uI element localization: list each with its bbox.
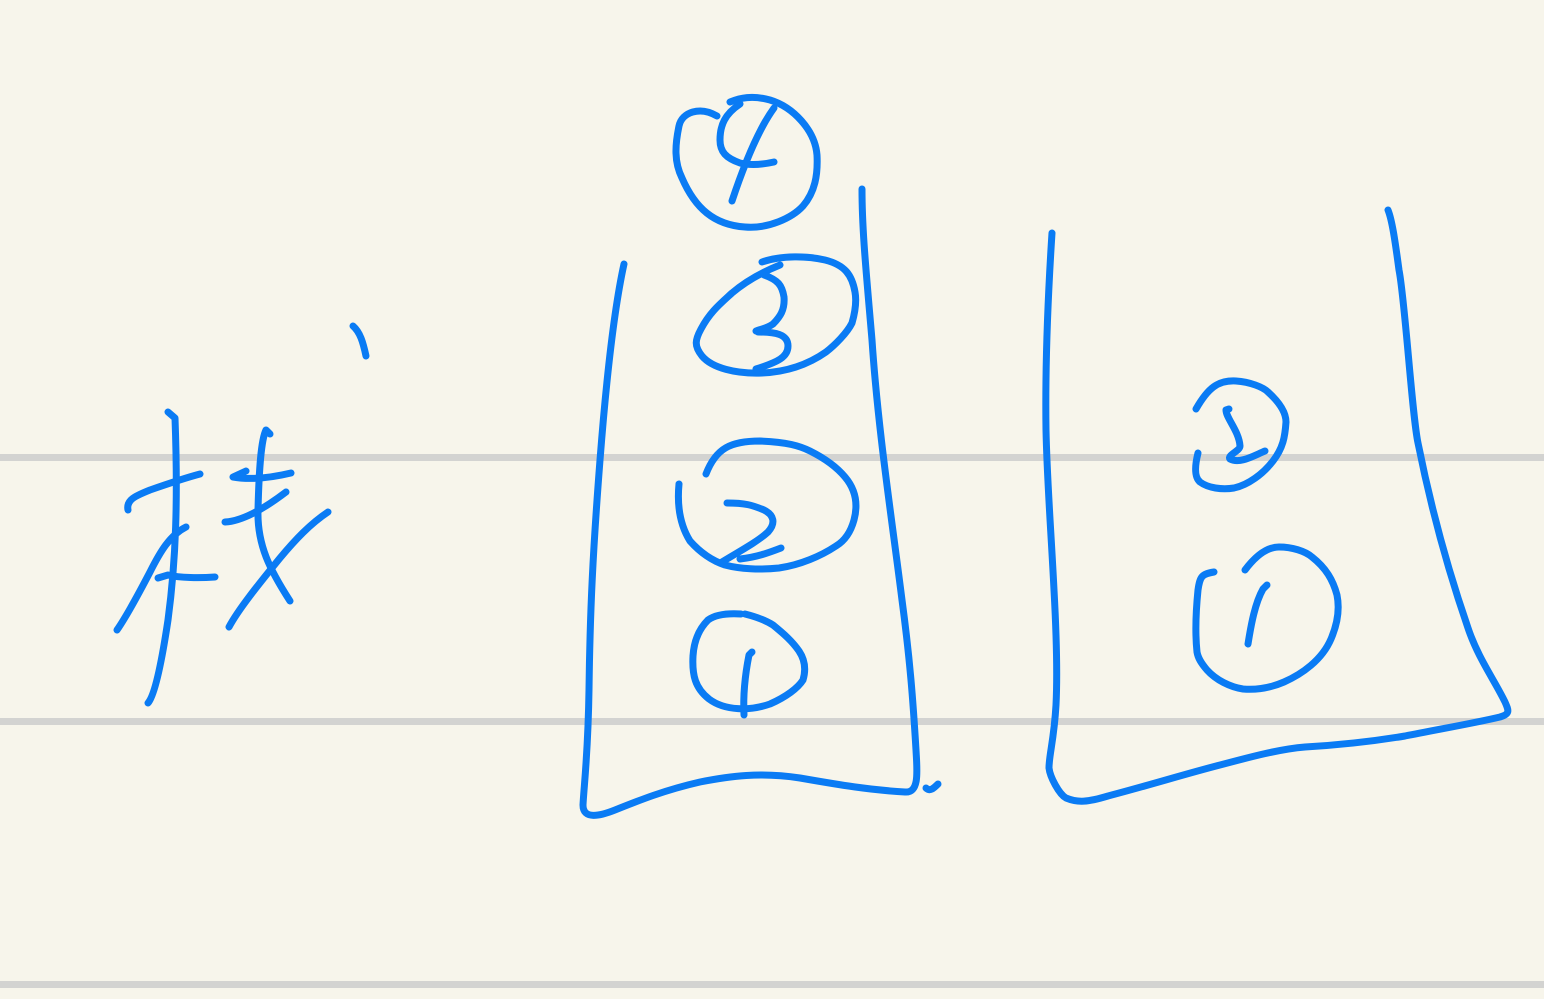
- stack-left-item-2: 2: [674, 437, 860, 573]
- digit-1: [1244, 581, 1271, 648]
- stack-right-item-1: 1: [1192, 543, 1342, 693]
- circle: [674, 437, 860, 573]
- circle: [672, 93, 821, 231]
- circle: [689, 610, 809, 713]
- ruled-line: [0, 718, 1544, 725]
- digit-1: [740, 648, 756, 719]
- item-value: 1: [750, 679, 751, 681]
- stack-left-item-1: 1: [689, 610, 809, 719]
- item-value: 2: [760, 519, 761, 521]
- item-value: 1: [1260, 619, 1261, 621]
- stack-left-item-3: 3: [692, 253, 860, 377]
- ruled-line: [0, 454, 1544, 461]
- digit-2: [1222, 405, 1269, 465]
- ruled-line: [0, 981, 1544, 988]
- stack-right-container: [1042, 206, 1512, 805]
- digit-4: [716, 100, 778, 205]
- digit-2: [718, 499, 785, 566]
- circle: [1192, 377, 1290, 493]
- circle: [692, 253, 860, 377]
- circle: [1192, 543, 1342, 693]
- stack-left-container: [579, 185, 921, 819]
- stack-left-item-4: 4: [672, 93, 821, 231]
- heading-glyph-zhan: 栈: [113, 322, 370, 707]
- stack-right-item-2: 2: [1192, 377, 1290, 493]
- stack-left-base-tick: [922, 780, 942, 794]
- digit-3: [752, 271, 792, 373]
